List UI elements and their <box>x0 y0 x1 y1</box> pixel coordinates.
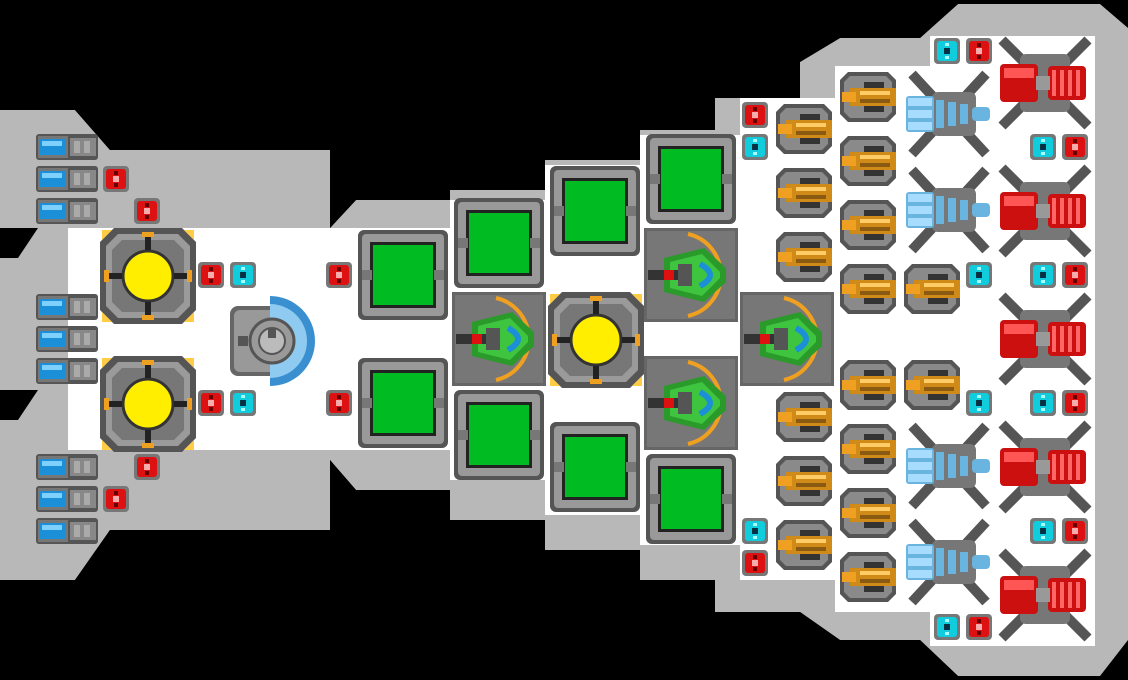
blue-railgun-icon[interactable] <box>902 518 996 606</box>
red-connector-icon[interactable] <box>1062 518 1088 544</box>
blue-thruster-icon[interactable] <box>36 198 98 224</box>
green-turret-icon[interactable] <box>740 292 834 386</box>
orange-cannon-icon[interactable] <box>840 360 896 410</box>
red-connector-icon[interactable] <box>134 198 160 224</box>
cargo-bay-icon[interactable] <box>550 166 640 256</box>
blue-thruster-icon[interactable] <box>36 518 98 544</box>
orange-cannon-icon[interactable] <box>840 424 896 474</box>
reactor-core-icon[interactable] <box>98 226 198 326</box>
reactor-core-icon[interactable] <box>98 354 198 454</box>
orange-cannon-icon[interactable] <box>904 264 960 314</box>
cyan-connector-icon[interactable] <box>230 390 256 416</box>
cyan-connector-icon[interactable] <box>1030 262 1056 288</box>
blue-thruster-icon[interactable] <box>36 294 98 320</box>
red-connector-icon[interactable] <box>1062 262 1088 288</box>
red-connector-icon[interactable] <box>326 262 352 288</box>
cyan-connector-icon[interactable] <box>1030 518 1056 544</box>
cargo-bay-icon[interactable] <box>646 134 736 224</box>
blue-railgun-icon[interactable] <box>902 70 996 158</box>
orange-cannon-icon[interactable] <box>840 72 896 122</box>
cyan-connector-icon[interactable] <box>1030 134 1056 160</box>
cyan-connector-icon[interactable] <box>934 38 960 64</box>
cyan-connector-icon[interactable] <box>230 262 256 288</box>
blue-thruster-icon[interactable] <box>36 134 98 160</box>
cyan-connector-icon[interactable] <box>966 390 992 416</box>
cargo-bay-icon[interactable] <box>550 422 640 512</box>
orange-cannon-icon[interactable] <box>904 360 960 410</box>
green-turret-icon[interactable] <box>644 356 738 450</box>
orange-cannon-icon[interactable] <box>776 456 832 506</box>
red-connector-icon[interactable] <box>198 262 224 288</box>
orange-cannon-icon[interactable] <box>840 552 896 602</box>
cyan-connector-icon[interactable] <box>966 262 992 288</box>
red-connector-icon[interactable] <box>1062 390 1088 416</box>
blue-thruster-icon[interactable] <box>36 486 98 512</box>
red-connector-icon[interactable] <box>103 486 129 512</box>
reactor-core-icon[interactable] <box>546 290 646 390</box>
red-connector-icon[interactable] <box>742 550 768 576</box>
red-connector-icon[interactable] <box>326 390 352 416</box>
cargo-bay-icon[interactable] <box>358 230 448 320</box>
cyan-connector-icon[interactable] <box>742 134 768 160</box>
cyan-connector-icon[interactable] <box>1030 390 1056 416</box>
cargo-bay-icon[interactable] <box>454 198 544 288</box>
cargo-bay-icon[interactable] <box>646 454 736 544</box>
orange-cannon-icon[interactable] <box>776 232 832 282</box>
green-turret-icon[interactable] <box>452 292 546 386</box>
blue-thruster-icon[interactable] <box>36 326 98 352</box>
cargo-bay-icon[interactable] <box>454 390 544 480</box>
red-connector-icon[interactable] <box>103 166 129 192</box>
red-connector-icon[interactable] <box>134 454 160 480</box>
green-turret-icon[interactable] <box>644 228 738 322</box>
orange-cannon-icon[interactable] <box>776 168 832 218</box>
blue-railgun-icon[interactable] <box>902 422 996 510</box>
cyan-connector-icon[interactable] <box>742 518 768 544</box>
orange-cannon-icon[interactable] <box>840 200 896 250</box>
orange-cannon-icon[interactable] <box>840 136 896 186</box>
blue-thruster-icon[interactable] <box>36 166 98 192</box>
red-connector-icon[interactable] <box>966 614 992 640</box>
cyan-connector-icon[interactable] <box>934 614 960 640</box>
blue-thruster-icon[interactable] <box>36 454 98 480</box>
blue-thruster-icon[interactable] <box>36 358 98 384</box>
red-connector-icon[interactable] <box>966 38 992 64</box>
orange-cannon-icon[interactable] <box>776 520 832 570</box>
cargo-bay-icon[interactable] <box>358 358 448 448</box>
red-connector-icon[interactable] <box>1062 134 1088 160</box>
orange-cannon-icon[interactable] <box>776 104 832 154</box>
blue-railgun-icon[interactable] <box>902 166 996 254</box>
orange-cannon-icon[interactable] <box>776 392 832 442</box>
orange-cannon-icon[interactable] <box>840 264 896 314</box>
orange-cannon-icon[interactable] <box>840 488 896 538</box>
red-connector-icon[interactable] <box>742 102 768 128</box>
red-connector-icon[interactable] <box>198 390 224 416</box>
